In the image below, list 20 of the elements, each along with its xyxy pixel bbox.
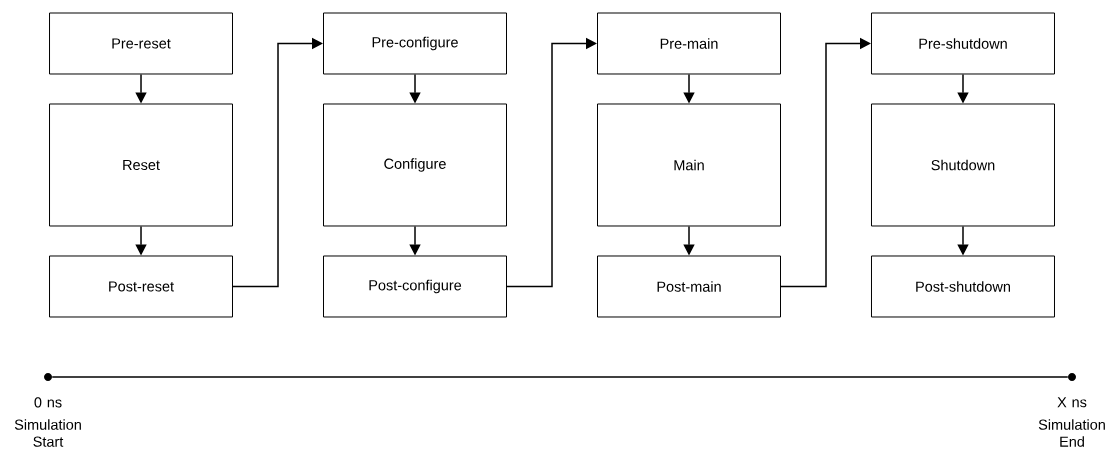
arrow xyxy=(780,37,871,288)
process-box: Post-shutdown xyxy=(871,255,1055,318)
process-box: Pre-shutdown xyxy=(871,12,1055,75)
process-box: Main xyxy=(597,103,781,227)
process-box: Post-main xyxy=(597,255,781,318)
arrow xyxy=(506,37,597,288)
timeline-line xyxy=(51,376,1069,378)
process-box: Post-configure xyxy=(323,255,507,318)
timeline-label: 0 ns xyxy=(34,397,62,408)
process-box: Configure xyxy=(323,103,507,227)
timeline-label: Simulation Start xyxy=(14,419,81,447)
timeline-label: Simulation End xyxy=(1038,419,1105,447)
process-box: Reset xyxy=(49,103,233,227)
arrow xyxy=(232,37,323,288)
process-box: Pre-main xyxy=(597,12,781,75)
process-box: Post-reset xyxy=(49,255,233,318)
timeline-label: X ns xyxy=(1057,397,1087,408)
process-box: Shutdown xyxy=(871,103,1055,227)
process-box: Pre-reset xyxy=(49,12,233,75)
process-box: Pre-configure xyxy=(323,12,507,75)
